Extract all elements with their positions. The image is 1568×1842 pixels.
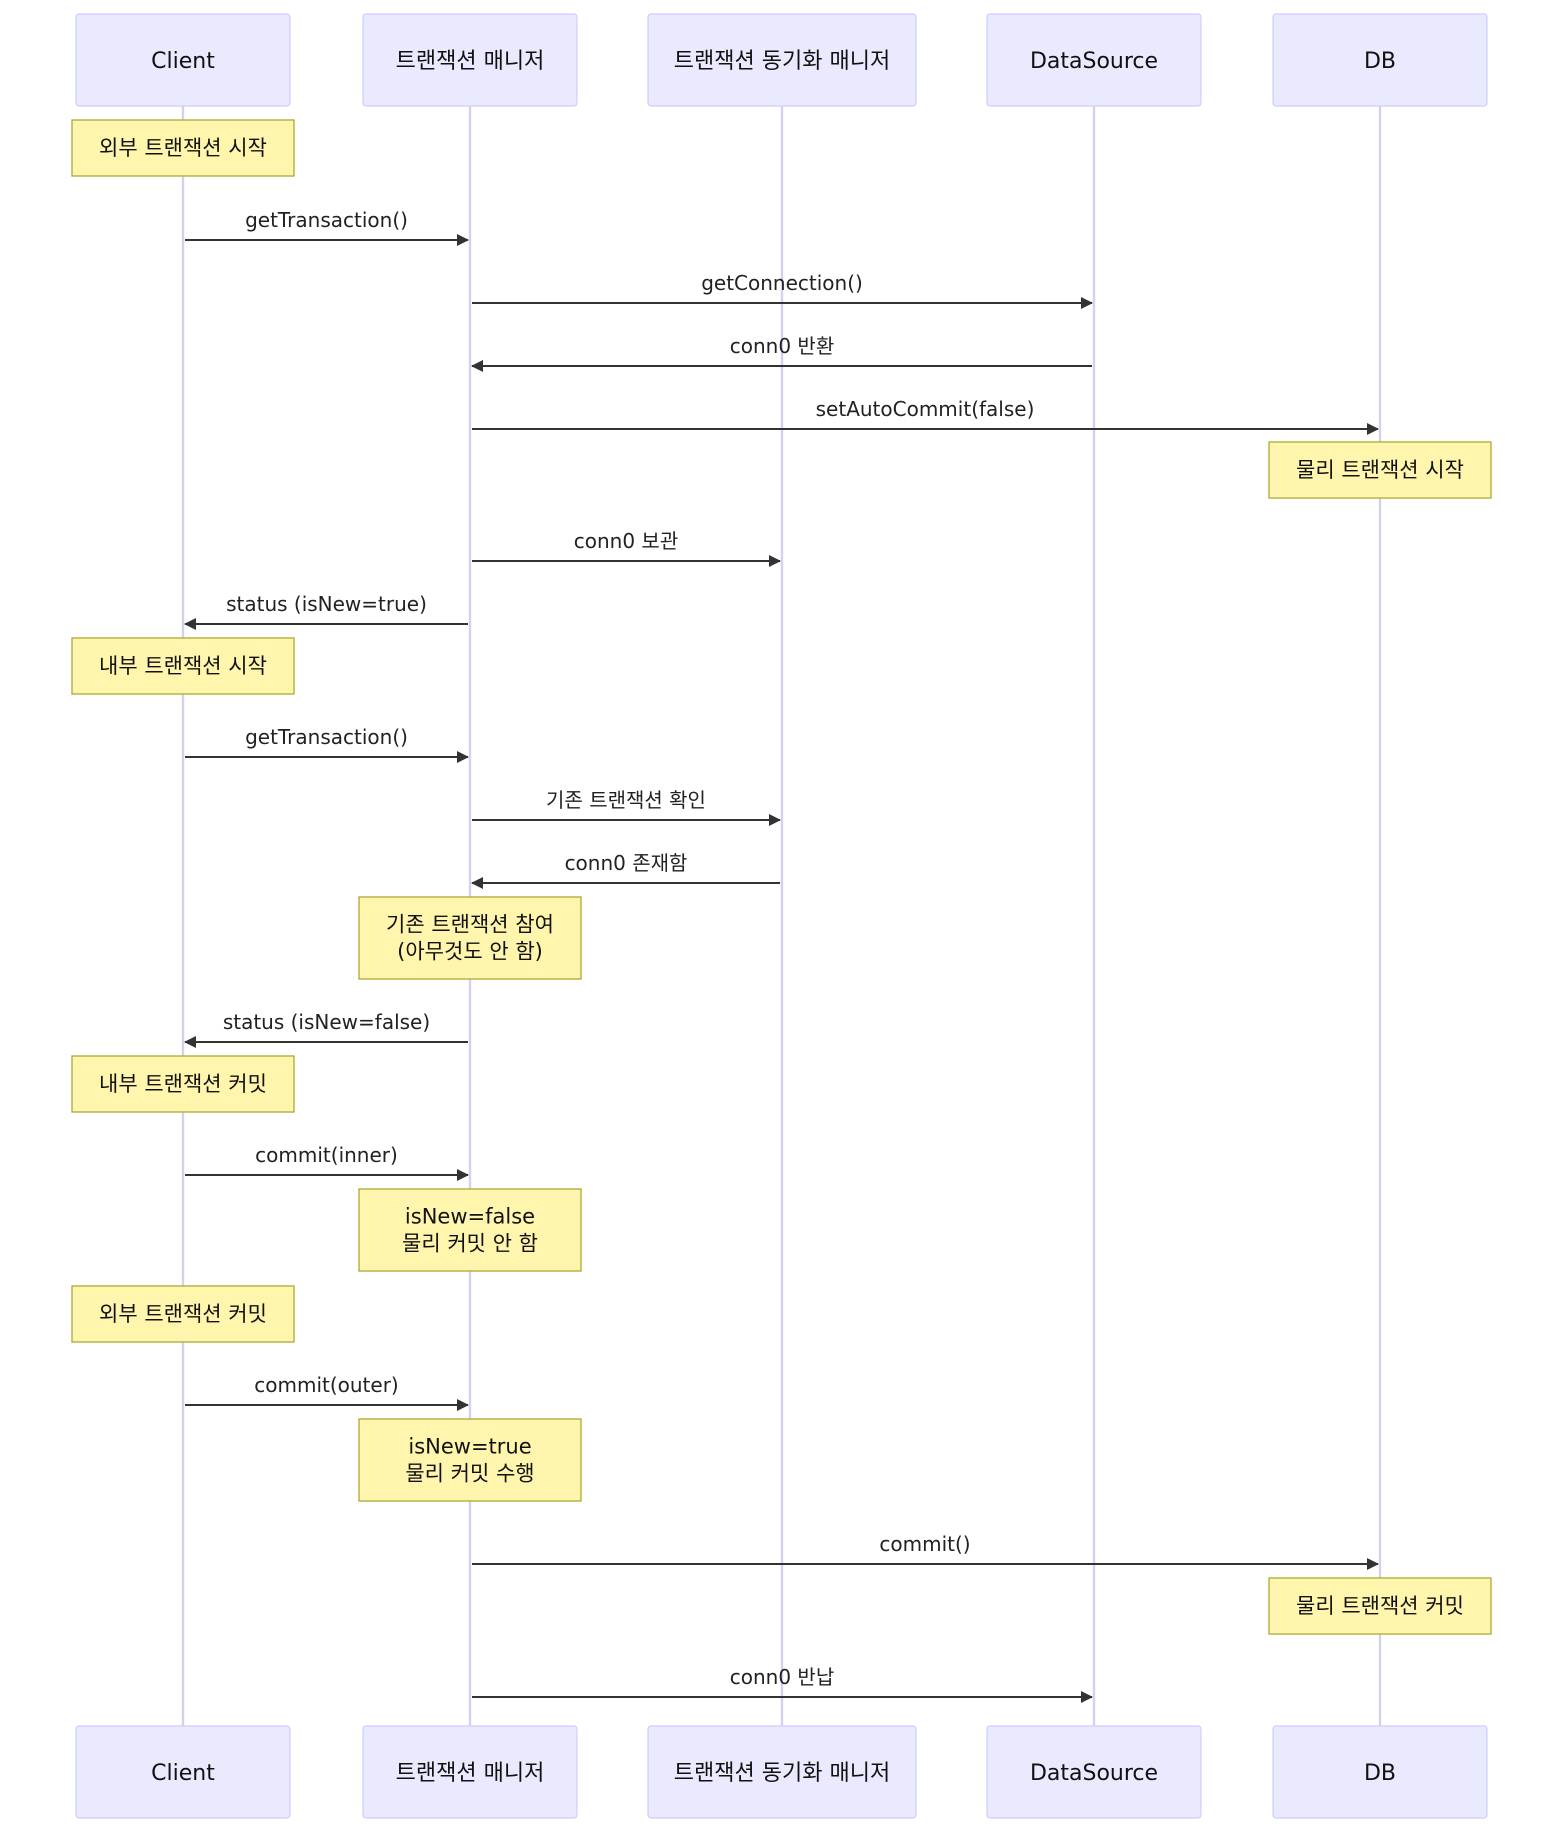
note-box — [358, 896, 582, 980]
message-label: getTransaction() — [245, 725, 408, 749]
message-22: conn0 반납 — [472, 1665, 1093, 1703]
participant-box — [362, 1725, 578, 1819]
message-label: status (isNew=false) — [223, 1010, 430, 1034]
message-label: status (isNew=true) — [226, 592, 427, 616]
note-box — [1268, 1577, 1492, 1635]
note-5: 물리 트랜잭션 시작 — [1268, 441, 1492, 499]
message-11: conn0 존재함 — [471, 851, 780, 889]
note-box — [71, 1055, 295, 1113]
note-text: 내부 트랜잭션 커밋 — [99, 1072, 267, 1096]
message-label: commit() — [879, 1532, 970, 1556]
participant-label: 트랜잭션 매니저 — [396, 1761, 545, 1786]
message-6: conn0 보관 — [472, 529, 781, 567]
message-13: status (isNew=false) — [184, 1010, 468, 1048]
note-21: 물리 트랜잭션 커밋 — [1268, 1577, 1492, 1635]
diagram-steps: 외부 트랜잭션 시작 getTransaction() getConnection(… — [71, 119, 1492, 1703]
participant-box — [986, 1725, 1202, 1819]
note-14: 내부 트랜잭션 커밋 — [71, 1055, 295, 1113]
note-box — [71, 637, 295, 695]
message-label: commit(inner) — [255, 1143, 398, 1167]
participant-label: DB — [1364, 1761, 1396, 1786]
note-8: 내부 트랜잭션 시작 — [71, 637, 295, 695]
note-19: isNew=true 물리 커밋 수행 — [358, 1418, 582, 1502]
participant-tsm-top: 트랜잭션 동기화 매니저 — [647, 13, 917, 107]
participant-label: Client — [151, 1761, 215, 1786]
participant-tm-bottom: 트랜잭션 매니저 — [362, 1725, 578, 1819]
note-17: 외부 트랜잭션 커밋 — [71, 1285, 295, 1343]
participant-ds-bottom: DataSource — [986, 1725, 1202, 1819]
note-text: 물리 트랜잭션 커밋 — [1296, 1594, 1464, 1618]
participant-db-top: DB — [1272, 13, 1488, 107]
note-text: 외부 트랜잭션 시작 — [99, 136, 267, 160]
note-box — [71, 1285, 295, 1343]
message-9: getTransaction() — [185, 725, 469, 763]
participant-tm-top: 트랜잭션 매니저 — [362, 13, 578, 107]
message-label: getTransaction() — [245, 208, 408, 232]
note-12: 기존 트랜잭션 참여 (아무것도 안 함) — [358, 896, 582, 980]
note-text: 내부 트랜잭션 시작 — [99, 654, 267, 678]
message-18: commit(outer) — [185, 1373, 469, 1411]
participant-label: 트랜잭션 동기화 매니저 — [674, 1761, 890, 1786]
message-label: conn0 보관 — [574, 529, 678, 553]
message-15: commit(inner) — [185, 1143, 469, 1181]
participant-box — [362, 13, 578, 107]
message-3: conn0 반환 — [471, 334, 1092, 372]
message-label: setAutoCommit(false) — [816, 397, 1035, 421]
note-box — [358, 1188, 582, 1272]
message-label: getConnection() — [701, 271, 863, 295]
message-10: 기존 트랜잭션 확인 — [472, 788, 781, 826]
message-4: setAutoCommit(false) — [472, 397, 1379, 435]
note-0: 외부 트랜잭션 시작 — [71, 119, 295, 177]
participant-box — [986, 13, 1202, 107]
message-2: getConnection() — [472, 271, 1093, 309]
message-7: status (isNew=true) — [184, 592, 468, 630]
note-box — [71, 119, 295, 177]
participant-label: DB — [1364, 49, 1396, 74]
message-20: commit() — [472, 1532, 1379, 1570]
note-text: isNew=true — [408, 1435, 531, 1459]
participant-box — [1272, 13, 1488, 107]
note-text: 물리 커밋 수행 — [405, 1462, 534, 1486]
participant-client-top: Client — [75, 13, 291, 107]
message-label: commit(outer) — [254, 1373, 398, 1397]
participant-label: 트랜잭션 동기화 매니저 — [674, 49, 890, 74]
participant-db-bottom: DB — [1272, 1725, 1488, 1819]
message-label: conn0 반환 — [730, 334, 834, 358]
note-box — [1268, 441, 1492, 499]
note-box — [358, 1418, 582, 1502]
participant-label: DataSource — [1030, 49, 1158, 74]
message-1: getTransaction() — [185, 208, 469, 246]
participant-box — [647, 1725, 917, 1819]
participant-client-bottom: Client — [75, 1725, 291, 1819]
participant-label: DataSource — [1030, 1761, 1158, 1786]
participant-tsm-bottom: 트랜잭션 동기화 매니저 — [647, 1725, 917, 1819]
message-label: conn0 존재함 — [565, 851, 688, 875]
participant-ds-top: DataSource — [986, 13, 1202, 107]
message-label: conn0 반납 — [730, 1665, 834, 1689]
participant-label: Client — [151, 49, 215, 74]
participant-box — [75, 1725, 291, 1819]
note-text: isNew=false — [405, 1205, 535, 1229]
participant-box — [1272, 1725, 1488, 1819]
note-text: 기존 트랜잭션 참여 — [386, 913, 554, 937]
participant-box — [75, 13, 291, 107]
note-16: isNew=false 물리 커밋 안 함 — [358, 1188, 582, 1272]
note-text: 물리 커밋 안 함 — [402, 1232, 538, 1256]
participant-label: 트랜잭션 매니저 — [396, 49, 545, 74]
participant-box — [647, 13, 917, 107]
note-text: 물리 트랜잭션 시작 — [1296, 458, 1464, 482]
note-text: 외부 트랜잭션 커밋 — [99, 1302, 267, 1326]
note-text: (아무것도 안 함) — [397, 940, 543, 964]
message-label: 기존 트랜잭션 확인 — [546, 788, 706, 812]
